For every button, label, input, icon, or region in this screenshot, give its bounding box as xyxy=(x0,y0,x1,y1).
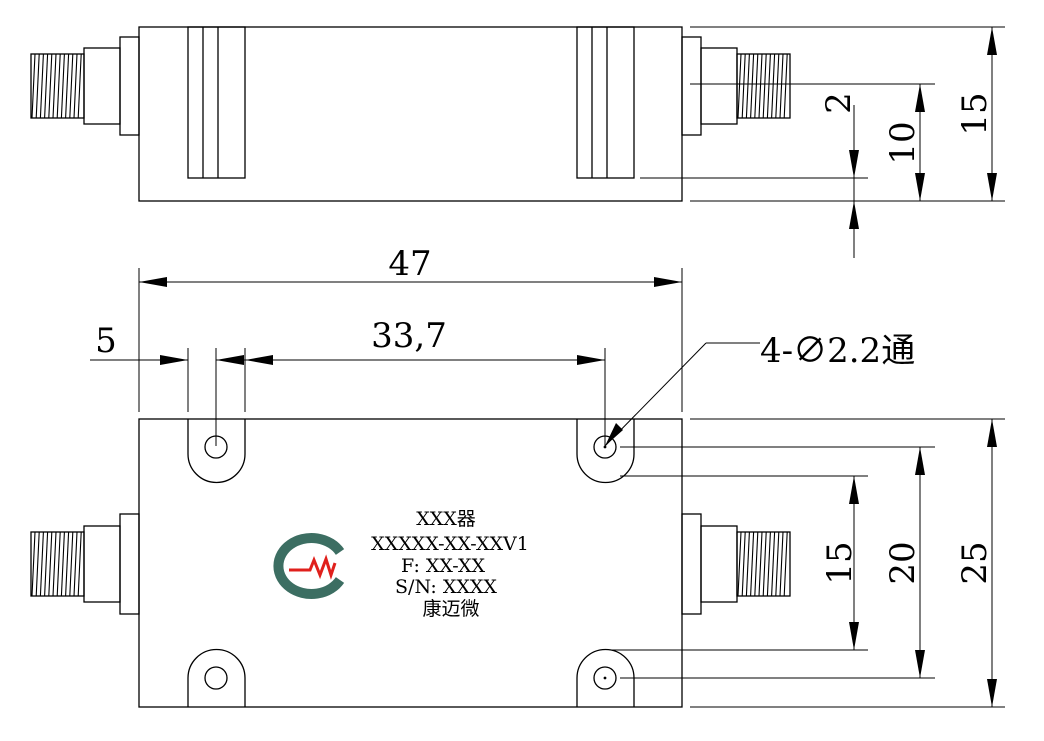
dim-10: 10 xyxy=(883,121,923,164)
connector-thread-line xyxy=(771,531,776,597)
connector-thread-line xyxy=(779,531,784,597)
connector-thread-line xyxy=(65,53,70,119)
connector-thread-line xyxy=(31,53,36,119)
side-view-right-pad xyxy=(576,26,635,179)
label-line-4: S/N: XXXX xyxy=(395,576,497,598)
connector-thread-line xyxy=(745,531,750,597)
connector-thread-line xyxy=(762,531,767,597)
connector-thread-line xyxy=(60,531,65,597)
ear-top-right xyxy=(576,419,635,484)
label-line-2: XXXXX-XX-XXV1 xyxy=(371,533,529,555)
dim-5: 5 xyxy=(95,321,117,361)
company-logo xyxy=(273,533,345,599)
connector-thread-line xyxy=(775,531,780,597)
ear-top-left xyxy=(187,419,246,484)
connector-thread-line xyxy=(52,53,57,119)
connector-thread-line xyxy=(741,53,746,119)
connector-thread-line xyxy=(754,531,759,597)
side-view: 2 10 15 xyxy=(30,26,1005,258)
connector-thread-line xyxy=(754,53,759,119)
logo-wave-mark xyxy=(289,554,337,580)
dim-15-hole-spacing: 15 xyxy=(820,541,860,584)
connector-thread-line xyxy=(77,53,82,119)
plan-view: XXX器 XXXXX-XX-XXV1 F: XX-XX S/N: XXXX 康迈… xyxy=(30,418,1005,708)
connector-thread-line xyxy=(56,531,61,597)
hole-bottom-right xyxy=(593,666,617,690)
connector-thread-line xyxy=(741,531,746,597)
dim-15-height: 15 xyxy=(955,92,995,135)
connector-thread-line xyxy=(745,53,750,119)
connector-thread-line xyxy=(39,531,44,597)
dim-25: 25 xyxy=(955,541,995,584)
connector-thread-line xyxy=(56,53,61,119)
dim-2: 2 xyxy=(819,92,859,114)
dim-47: 47 xyxy=(388,244,431,284)
connector-thread-line xyxy=(737,531,742,597)
connector-thread-line xyxy=(783,531,788,597)
connector-thread-line xyxy=(48,531,53,597)
hole-top-left xyxy=(204,435,228,459)
connector-thread-line xyxy=(35,531,40,597)
connector-thread-line xyxy=(60,53,65,119)
connector-thread-line xyxy=(35,53,40,119)
connector-thread-line xyxy=(73,531,78,597)
dim-20: 20 xyxy=(883,541,923,584)
hole-top-right xyxy=(593,435,617,459)
side-view-body xyxy=(138,26,683,202)
dim-33-7: 33,7 xyxy=(371,316,447,356)
connector-thread-line xyxy=(750,531,755,597)
connector-thread-line xyxy=(31,531,36,597)
connector-thread-line xyxy=(73,53,78,119)
ear-bottom-left xyxy=(187,648,246,707)
side-view-right-connector xyxy=(681,36,791,136)
plan-view-left-connector xyxy=(30,513,140,615)
connector-thread-line xyxy=(69,531,74,597)
connector-thread-line xyxy=(762,53,767,119)
length-dimensions: 47 5 33,7 4-∅2.2通 xyxy=(90,244,915,447)
connector-thread-line xyxy=(65,531,70,597)
label-line-3: F: XX-XX xyxy=(401,555,486,577)
side-view-left-pad xyxy=(187,26,246,179)
connector-thread-line xyxy=(69,53,74,119)
connector-thread-line xyxy=(771,53,776,119)
connector-thread-line xyxy=(783,53,788,119)
connector-thread-line xyxy=(44,53,49,119)
hole-bottom-left xyxy=(204,666,228,690)
connector-thread-line xyxy=(779,53,784,119)
hole-callout: 4-∅2.2通 xyxy=(760,331,915,371)
connector-thread-line xyxy=(766,53,771,119)
connector-thread-line xyxy=(737,53,742,119)
connector-thread-line xyxy=(44,531,49,597)
label-line-1: XXX器 xyxy=(416,508,476,530)
logo-ring xyxy=(273,533,345,599)
connector-thread-line xyxy=(766,531,771,597)
side-view-left-connector xyxy=(30,36,140,136)
connector-thread-line xyxy=(48,53,53,119)
ear-bottom-right xyxy=(576,648,635,707)
connector-thread-line xyxy=(77,531,82,597)
label-line-5: 康迈微 xyxy=(422,598,479,620)
plan-view-right-connector xyxy=(681,513,791,615)
connector-thread-line xyxy=(758,53,763,119)
connector-thread-line xyxy=(758,531,763,597)
connector-thread-line xyxy=(750,53,755,119)
connector-thread-line xyxy=(39,53,44,119)
connector-thread-line xyxy=(52,531,57,597)
connector-thread-line xyxy=(775,53,780,119)
